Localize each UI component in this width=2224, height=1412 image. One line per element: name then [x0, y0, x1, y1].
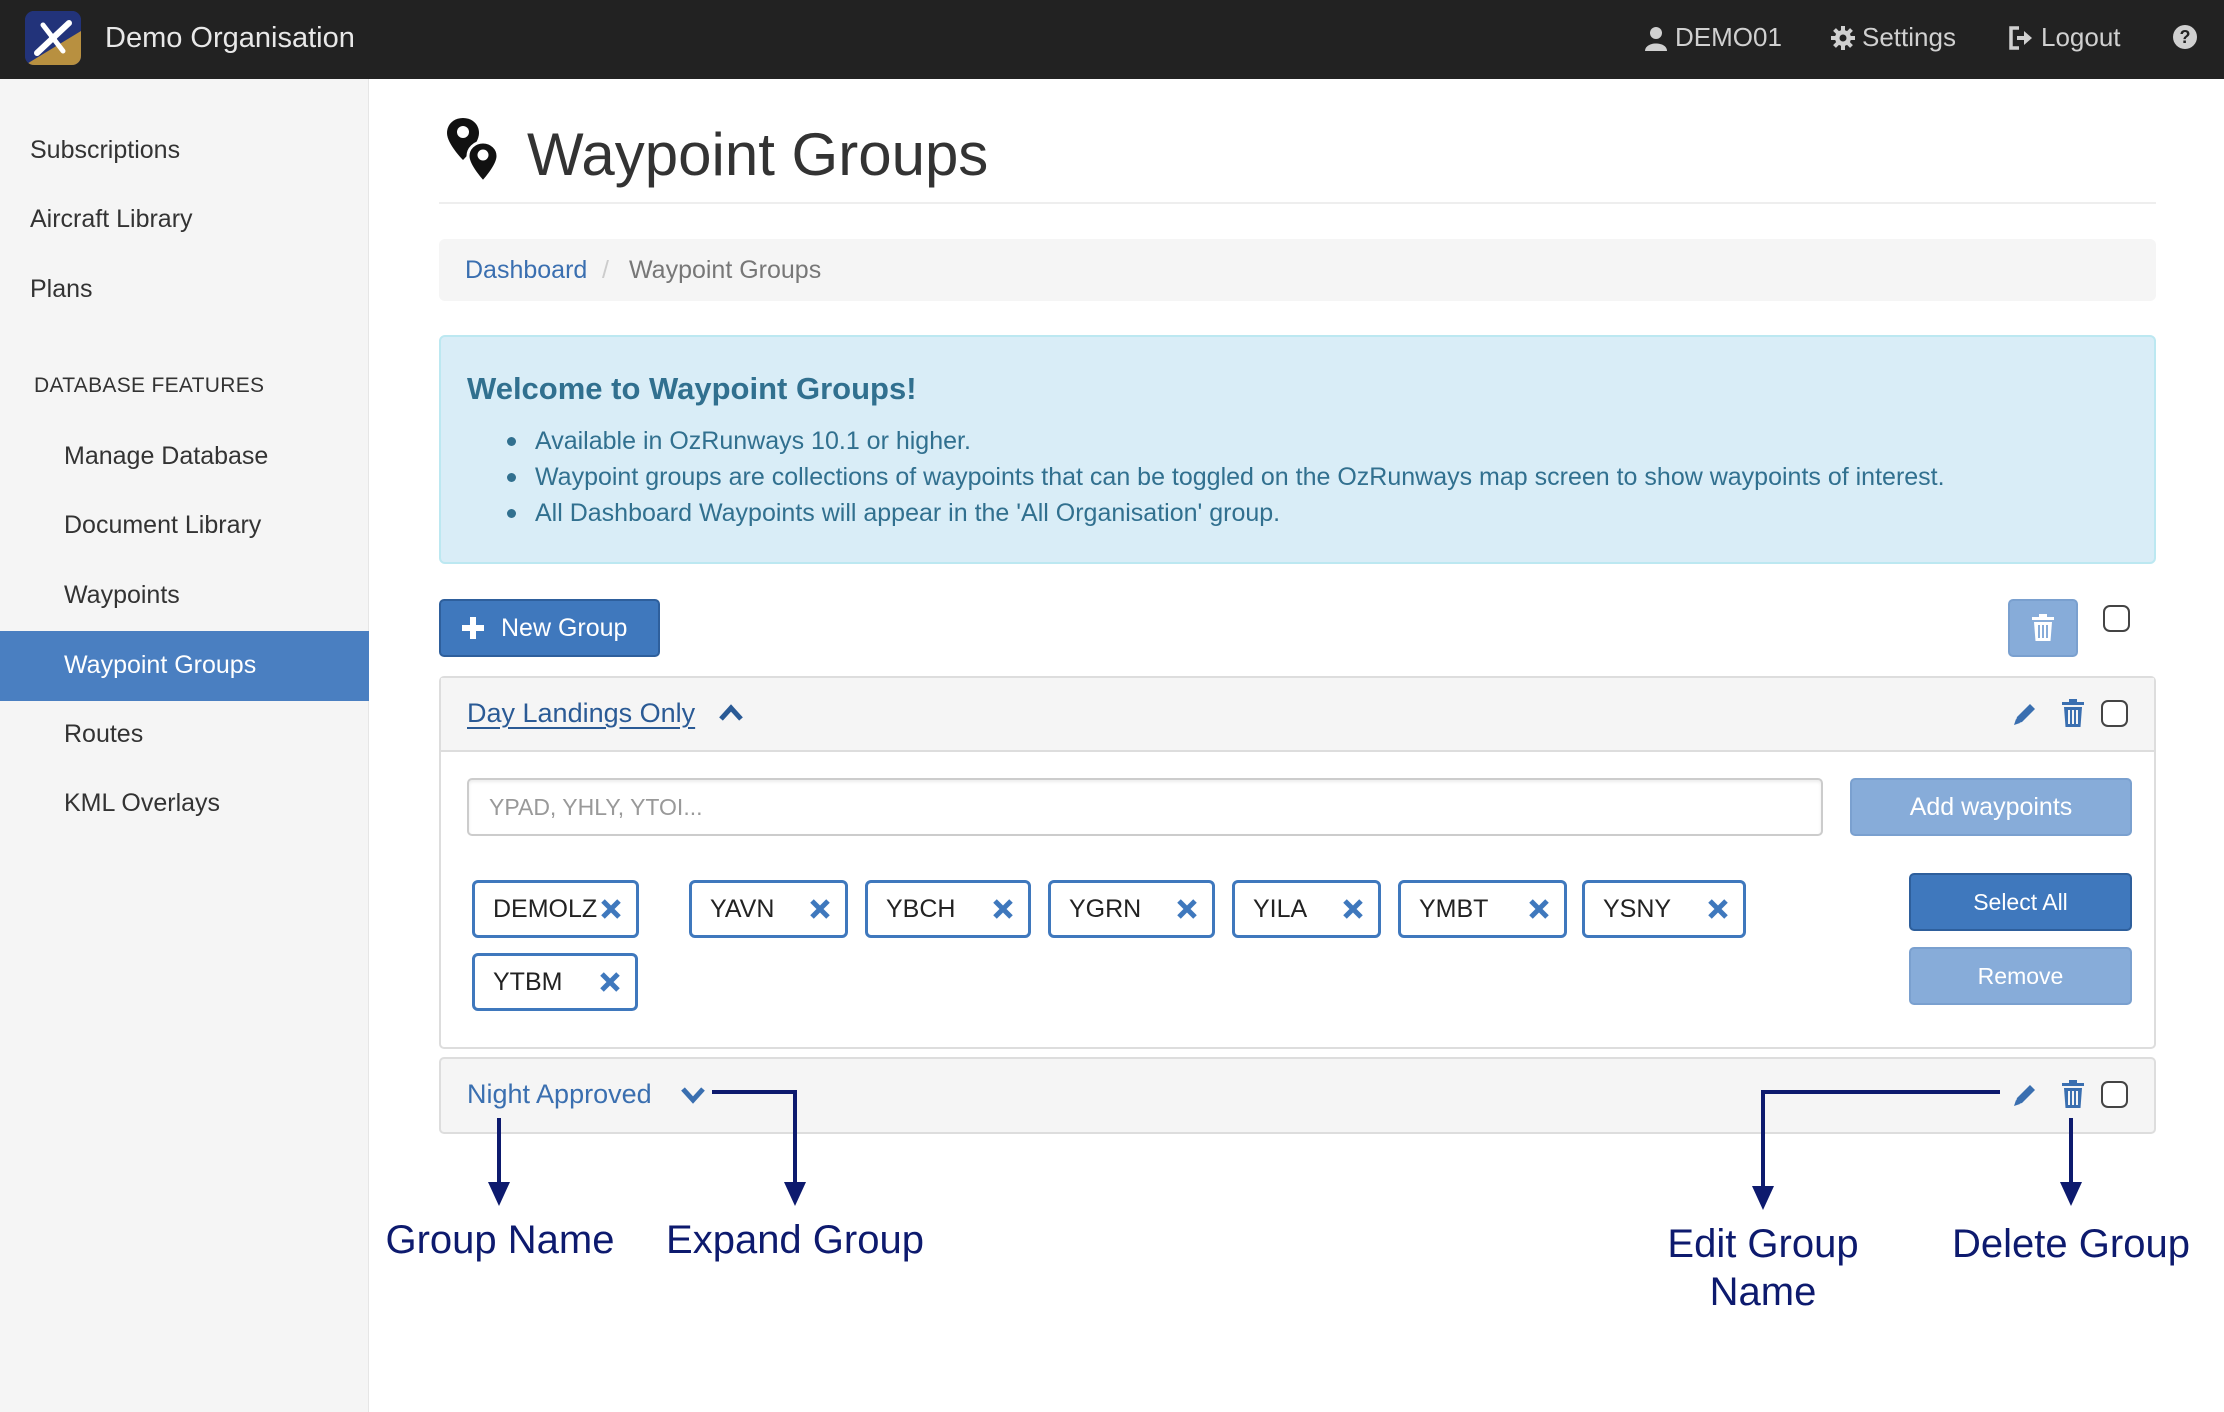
- pencil-icon[interactable]: [2011, 700, 2039, 728]
- sidebar-item-aircraft-library[interactable]: Aircraft Library: [30, 205, 193, 233]
- waypoint-tag-label: YSNY: [1603, 894, 1672, 923]
- delete-selected-groups-button[interactable]: [2008, 599, 2078, 657]
- remove-x-icon[interactable]: [1707, 898, 1729, 920]
- remove-x-icon[interactable]: [809, 898, 831, 920]
- svg-text:?: ?: [2180, 27, 2191, 47]
- group-panel-night-approved: Night Approved: [439, 1057, 2156, 1134]
- plus-icon: [462, 617, 484, 639]
- alert-bullet: Available in OzRunways 10.1 or higher.: [507, 423, 1945, 459]
- pencil-icon[interactable]: [2011, 1081, 2039, 1109]
- remove-x-icon[interactable]: [600, 898, 622, 920]
- add-waypoints-button[interactable]: Add waypoints: [1850, 778, 2132, 836]
- annotation-edit-line2: Name: [1709, 1270, 1817, 1314]
- waypoint-tag-label: YAVN: [710, 894, 775, 923]
- alert-bullet: All Dashboard Waypoints will appear in t…: [507, 495, 1945, 531]
- remove-x-icon[interactable]: [599, 971, 621, 993]
- group-panel-day-landings: Day Landings Only Add waypoints DEMOLZ Y…: [439, 676, 2156, 1049]
- sidebar-item-kml-overlays[interactable]: KML Overlays: [64, 789, 221, 817]
- annotation-group-name: Group Name: [385, 1218, 615, 1262]
- new-group-label: New Group: [501, 613, 628, 642]
- page-title: Waypoint Groups: [527, 121, 989, 188]
- annotation-edit-group-name: Edit Group Name: [1633, 1220, 1893, 1316]
- waypoint-tag[interactable]: DEMOLZ: [472, 880, 639, 938]
- annotation-edit-line1: Edit Group: [1667, 1222, 1859, 1266]
- sidebar-item-manage-database[interactable]: Manage Database: [64, 442, 269, 470]
- settings-label: Settings: [1862, 22, 1956, 52]
- group-name-link[interactable]: Day Landings Only: [467, 698, 696, 728]
- logout-link[interactable]: Logout: [2007, 22, 2121, 53]
- waypoint-tag[interactable]: YGRN: [1048, 880, 1215, 938]
- sidebar-item-routes[interactable]: Routes: [64, 720, 144, 748]
- remove-x-icon[interactable]: [1342, 898, 1364, 920]
- waypoint-tag-label: YGRN: [1069, 894, 1142, 923]
- gear-icon: [1831, 25, 1855, 50]
- new-group-button[interactable]: New Group: [439, 599, 660, 657]
- waypoint-tag[interactable]: YMBT: [1398, 880, 1567, 938]
- alert-bullet-list: Available in OzRunways 10.1 or higher. W…: [507, 423, 1945, 531]
- waypoint-tag[interactable]: YILA: [1232, 880, 1381, 938]
- help-button[interactable]: ?: [2172, 24, 2198, 50]
- sidebar-item-waypoint-groups[interactable]: Waypoint Groups: [0, 631, 369, 701]
- map-pins-icon: [447, 118, 500, 185]
- waypoint-tag[interactable]: YAVN: [689, 880, 848, 938]
- user-menu[interactable]: DEMO01: [1643, 22, 1782, 53]
- trash-icon[interactable]: [2061, 698, 2085, 728]
- group-select-checkbox[interactable]: [2101, 1081, 2128, 1108]
- add-waypoints-label: Add waypoints: [1909, 792, 2073, 821]
- welcome-alert: Welcome to Waypoint Groups! Available in…: [439, 335, 2156, 564]
- annotation-expand-group: Expand Group: [666, 1218, 924, 1262]
- logout-label: Logout: [2041, 22, 2121, 52]
- sidebar: Subscriptions Aircraft Library Plans DAT…: [0, 79, 369, 1412]
- sidebar-item-waypoints[interactable]: Waypoints: [64, 581, 180, 609]
- trash-icon[interactable]: [2061, 1079, 2085, 1109]
- trash-icon: [2032, 614, 2054, 641]
- breadcrumb: Dashboard / Waypoint Groups: [439, 239, 2156, 301]
- sidebar-item-document-library[interactable]: Document Library: [64, 511, 262, 539]
- user-icon: [1645, 26, 1667, 51]
- sidebar-item-label: Waypoint Groups: [64, 651, 257, 679]
- remove-button[interactable]: Remove: [1909, 947, 2132, 1005]
- organisation-name[interactable]: Demo Organisation: [105, 22, 355, 54]
- waypoint-tag-label: DEMOLZ: [493, 894, 598, 923]
- waypoint-tag[interactable]: YSNY: [1582, 880, 1746, 938]
- sidebar-section-heading: DATABASE FEATURES: [34, 374, 265, 397]
- user-label: DEMO01: [1675, 22, 1782, 52]
- select-all-button[interactable]: Select All: [1909, 873, 2132, 931]
- remove-x-icon[interactable]: [1176, 898, 1198, 920]
- remove-label: Remove: [1977, 962, 2064, 989]
- waypoint-tag-label: YTBM: [493, 967, 563, 996]
- group-name-link[interactable]: Night Approved: [467, 1079, 652, 1109]
- breadcrumb-dashboard-link[interactable]: Dashboard: [465, 256, 588, 284]
- logout-icon: [2009, 25, 2032, 50]
- alert-heading: Welcome to Waypoint Groups!: [467, 371, 917, 406]
- group-panel-header: Day Landings Only: [441, 678, 2154, 752]
- chevron-up-icon[interactable]: [718, 702, 744, 722]
- select-all-label: Select All: [1973, 888, 2068, 915]
- waypoint-tag[interactable]: YTBM: [472, 953, 638, 1011]
- app-logo-icon[interactable]: [25, 11, 81, 65]
- waypoint-tag-label: YILA: [1253, 894, 1308, 923]
- settings-link[interactable]: Settings: [1830, 22, 1956, 53]
- select-all-groups-checkbox[interactable]: [2103, 605, 2130, 632]
- group-select-checkbox[interactable]: [2101, 700, 2128, 727]
- waypoint-tag-label: YBCH: [886, 894, 956, 923]
- top-navbar: Demo Organisation DEMO01 Settings Logout…: [0, 0, 2224, 79]
- sidebar-item-plans[interactable]: Plans: [30, 275, 93, 303]
- annotation-delete-group: Delete Group: [1952, 1222, 2190, 1266]
- waypoint-tag-label: YMBT: [1419, 894, 1489, 923]
- remove-x-icon[interactable]: [1528, 898, 1550, 920]
- breadcrumb-current: Waypoint Groups: [629, 256, 822, 284]
- remove-x-icon[interactable]: [992, 898, 1014, 920]
- waypoint-tag[interactable]: YBCH: [865, 880, 1031, 938]
- breadcrumb-separator: /: [602, 256, 609, 284]
- alert-bullet: Waypoint groups are collections of waypo…: [507, 459, 1945, 495]
- page-header: Waypoint Groups: [439, 110, 2156, 204]
- help-icon: ?: [2173, 25, 2197, 49]
- waypoint-search-input[interactable]: [467, 778, 1823, 836]
- chevron-down-icon[interactable]: [680, 1085, 706, 1105]
- sidebar-item-subscriptions[interactable]: Subscriptions: [30, 136, 181, 164]
